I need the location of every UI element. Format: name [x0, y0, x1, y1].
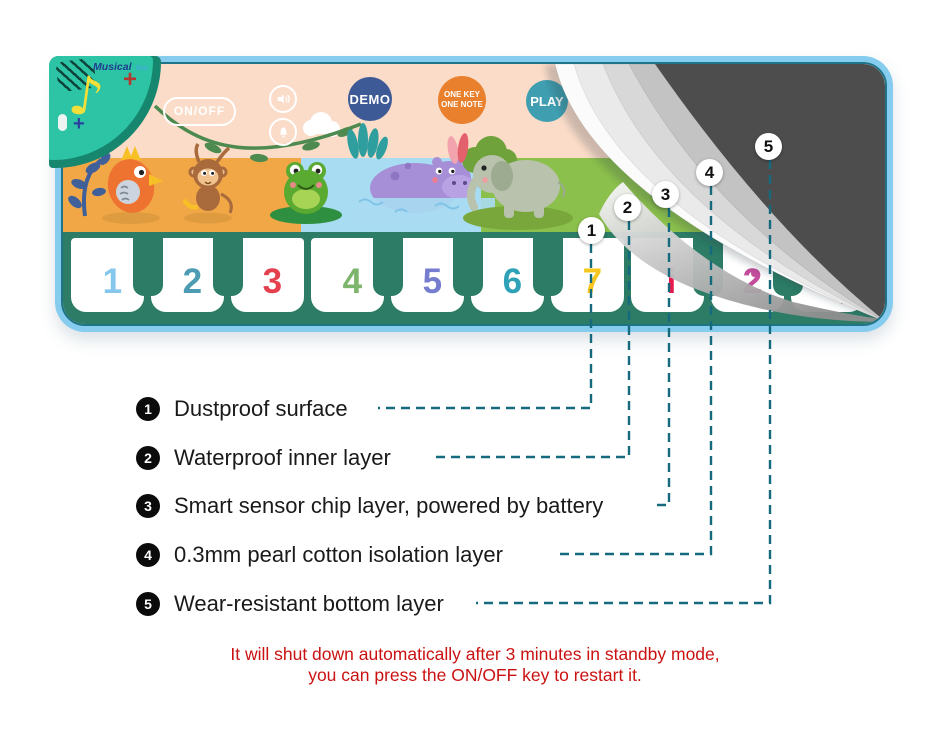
monkey-illustration: [182, 143, 233, 224]
callout-5: 5: [755, 133, 782, 160]
legend-item-3: 3 Smart sensor chip layer, powered by ba…: [136, 493, 603, 519]
legend-bullet: 5: [136, 592, 160, 616]
legend-bullet: 2: [136, 446, 160, 470]
legend-bullet: 4: [136, 543, 160, 567]
speaker-corner: Musical Mat + ♪ +: [49, 56, 161, 168]
brand-logo: Musical Mat: [93, 57, 148, 75]
callout-3: 3: [652, 181, 679, 208]
blue-plus-icon: +: [73, 113, 85, 135]
brand-name: Musical: [93, 61, 132, 73]
legend-bullet: 3: [136, 494, 160, 518]
demo-button: DEMO: [348, 77, 392, 121]
legend-item-5: 5 Wear-resistant bottom layer: [136, 591, 444, 617]
hippo-illustration: [353, 157, 495, 224]
legend-label: Waterproof inner layer: [174, 445, 391, 470]
one-key-line2: ONE NOTE: [441, 100, 483, 109]
sound-mode-button: [269, 118, 297, 146]
legend-label: Smart sensor chip layer, powered by batt…: [174, 493, 604, 518]
teal-leaves: [347, 123, 388, 160]
plant-illustration: [68, 153, 111, 217]
savanna-band: [63, 158, 301, 234]
key-number: 4: [342, 262, 363, 301]
callout-4: 4: [696, 159, 723, 186]
one-key-one-note-button: ONE KEY ONE NOTE: [438, 76, 486, 124]
speaker-icon: [277, 94, 290, 104]
standby-note-line1: It will shut down automatically after 3 …: [230, 644, 720, 664]
black-key: [213, 238, 243, 296]
standby-note: It will shut down automatically after 3 …: [0, 644, 950, 686]
frog-illustration: [270, 162, 342, 224]
piano-key-2: 2: [151, 238, 224, 312]
speaker-corner-face: Musical Mat + ♪ +: [49, 56, 153, 160]
legend-item-2: 2 Waterproof inner layer: [136, 445, 391, 471]
pink-leaves: [447, 133, 469, 164]
music-note-icon: ♪: [64, 62, 108, 131]
legend-label: 0.3mm pearl cotton isolation layer: [174, 542, 503, 567]
legend-item-4: 4 0.3mm pearl cotton isolation layer: [136, 542, 503, 568]
piano-mat-surface: 1 2 3 4 5 6 7 i 2 ON/OFF: [61, 62, 887, 326]
brand-suffix: Mat: [135, 65, 149, 72]
peeled-corner-layers: [545, 64, 885, 323]
bird-illustration: [102, 146, 163, 224]
bell-icon: [278, 127, 288, 137]
piano-key-3: 3: [231, 238, 304, 312]
red-plus-icon: +: [123, 66, 138, 93]
side-button: [58, 114, 67, 131]
cloud-icon: [303, 112, 340, 137]
callout-1: 1: [578, 217, 605, 244]
black-key: [133, 238, 163, 296]
legend-label: Wear-resistant bottom layer: [174, 591, 444, 616]
piano-key-4: 4: [311, 238, 384, 312]
legend-label: Dustproof surface: [174, 396, 348, 421]
one-key-line1: ONE KEY: [443, 90, 480, 99]
callout-2: 2: [614, 194, 641, 221]
key-number: 1: [102, 262, 123, 301]
key-number: 2: [182, 262, 203, 301]
on-off-button: ON/OFF: [163, 97, 236, 126]
legend-item-1: 1 Dustproof surface: [136, 396, 348, 422]
key-number: 3: [262, 262, 283, 301]
piano-key-1: 1: [71, 238, 144, 312]
legend-bullet: 1: [136, 397, 160, 421]
standby-note-line2: you can press the ON/OFF key to restart …: [308, 665, 642, 685]
volume-button: [269, 85, 297, 113]
piano-mat: 1 2 3 4 5 6 7 i 2 ON/OFF: [55, 56, 893, 332]
